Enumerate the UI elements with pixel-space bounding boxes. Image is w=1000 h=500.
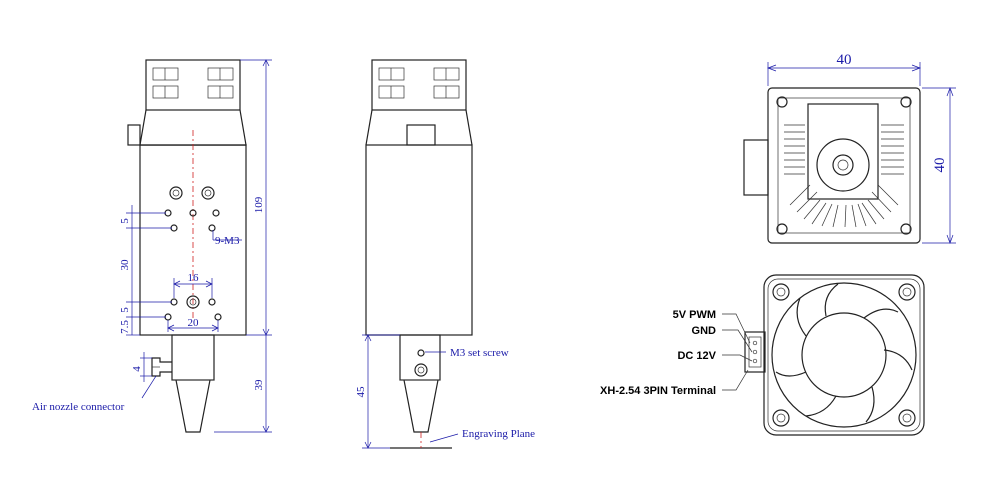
front-taper bbox=[139, 109, 247, 146]
hole-note: 9-M3 bbox=[215, 235, 240, 247]
fan-screw bbox=[772, 283, 790, 301]
fin-slot bbox=[207, 67, 234, 81]
dim-20: 20 bbox=[188, 317, 200, 329]
side-nozzle-cone bbox=[403, 379, 439, 433]
center-hole bbox=[186, 295, 200, 309]
top-housing bbox=[767, 87, 921, 244]
corner-hole bbox=[900, 96, 912, 108]
dim-top-width: 40 bbox=[837, 52, 852, 68]
nozzle-upper bbox=[171, 334, 215, 381]
dim-7-5: 7.5 bbox=[119, 320, 131, 334]
dim-nozzle-height: 39 bbox=[253, 379, 265, 391]
set-screw-label: M3 set screw bbox=[450, 347, 509, 359]
dim-top-height: 40 bbox=[932, 158, 948, 173]
pin-label-dc12v: DC 12V bbox=[677, 350, 716, 362]
dim-30: 30 bbox=[119, 259, 131, 271]
m3-hole bbox=[208, 298, 216, 306]
dim-5-top: 5 bbox=[119, 218, 131, 224]
lens-inner bbox=[832, 154, 854, 176]
side-cap bbox=[371, 59, 467, 111]
dim-total-height: 109 bbox=[253, 196, 265, 213]
side-body bbox=[365, 144, 473, 336]
corner-hole bbox=[776, 96, 788, 108]
fin-slot bbox=[207, 85, 234, 99]
mount-hole bbox=[201, 186, 215, 200]
dim-45: 45 bbox=[355, 386, 367, 398]
air-nozzle-label: Air nozzle connector bbox=[32, 401, 125, 413]
fin-slot bbox=[152, 85, 179, 99]
side-view: 45 M3 set screw Engraving Plane bbox=[355, 59, 535, 449]
m3-hole bbox=[208, 224, 216, 232]
set-screw bbox=[417, 349, 425, 357]
side-nozzle-upper bbox=[399, 334, 441, 381]
fan-opening bbox=[771, 282, 917, 428]
m3-hole bbox=[214, 313, 222, 321]
terminal-label: XH-2.54 3PIN Terminal bbox=[600, 385, 716, 397]
front-cap bbox=[145, 59, 241, 111]
top-connector bbox=[743, 139, 769, 196]
fan-screw bbox=[772, 409, 790, 427]
top-center-block bbox=[807, 103, 879, 200]
pin-label-pwm: 5V PWM bbox=[673, 309, 716, 321]
engraving-plane-label: Engraving Plane bbox=[462, 428, 535, 440]
front-view: 109 39 5 30 5 7.5 16 20 9-M3 bbox=[32, 59, 272, 433]
top-view: 40 40 bbox=[743, 52, 956, 244]
fan-screw bbox=[898, 409, 916, 427]
corner-hole bbox=[900, 223, 912, 235]
m3-hole bbox=[212, 209, 220, 217]
side-connector bbox=[406, 124, 436, 146]
fan-connector bbox=[744, 331, 766, 373]
fan-hub bbox=[801, 312, 887, 398]
pin-label-gnd: GND bbox=[692, 325, 717, 337]
dim-16: 16 bbox=[188, 272, 200, 284]
fan-frame bbox=[763, 274, 925, 436]
dim-5-bottom: 5 bbox=[119, 307, 131, 313]
fin-slot bbox=[152, 67, 179, 81]
mount-hole bbox=[169, 186, 183, 200]
m3-hole bbox=[189, 209, 197, 217]
corner-hole bbox=[776, 223, 788, 235]
dim-4: 4 bbox=[131, 366, 143, 372]
fan-view: 5V PWM GND DC 12V XH-2.54 3PIN Terminal bbox=[600, 274, 925, 436]
lens-outer bbox=[816, 138, 870, 192]
side-connector bbox=[127, 124, 141, 146]
fan-screw bbox=[898, 283, 916, 301]
nozzle-cone bbox=[175, 379, 211, 433]
